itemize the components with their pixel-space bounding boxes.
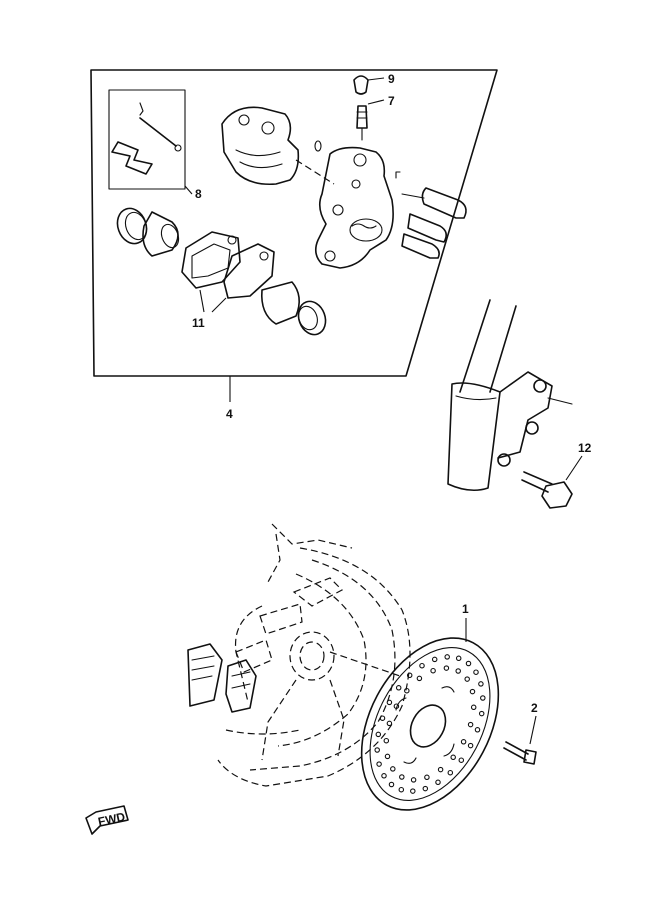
vent-hole <box>383 737 390 744</box>
vent-hole <box>460 739 467 745</box>
vent-hole <box>381 773 387 779</box>
vent-hole <box>458 757 465 763</box>
caliper-assembly-frame <box>90 69 498 377</box>
front-wheel-outline <box>217 523 411 787</box>
vent-hole <box>437 766 444 773</box>
front-fork-leg <box>447 299 573 492</box>
callout-7: 7 <box>388 94 395 108</box>
vent-hole <box>395 685 402 691</box>
fwd-label: FWD <box>97 809 127 828</box>
vent-hole <box>470 704 477 711</box>
vent-hole <box>410 777 417 783</box>
vent-hole <box>376 761 382 767</box>
callout-8: 8 <box>195 187 202 201</box>
mounting-bolt <box>521 455 583 509</box>
vent-hole <box>388 781 395 788</box>
brake-pads <box>181 231 275 313</box>
callout-2: 2 <box>531 701 538 715</box>
vent-hole <box>374 747 380 753</box>
pad-pin-kit <box>108 89 193 195</box>
vent-hole <box>404 687 410 694</box>
vent-hole <box>410 788 416 794</box>
pistons-and-seals <box>116 207 327 336</box>
callout-9: 9 <box>388 72 395 86</box>
vent-hole <box>467 721 474 728</box>
vent-hole <box>386 699 393 706</box>
vent-hole <box>450 754 456 761</box>
vent-hole <box>399 774 405 780</box>
vent-hole <box>430 667 436 674</box>
vent-hole <box>431 656 438 663</box>
callout-11: 11 <box>192 316 205 330</box>
vent-hole <box>422 785 429 792</box>
brake-disc <box>360 618 500 811</box>
caliper-bracket <box>221 106 300 186</box>
callout-12: 12 <box>578 441 592 455</box>
caliper-bolts <box>401 187 467 259</box>
caliper-body <box>295 140 401 269</box>
vent-hole <box>455 668 461 674</box>
vent-hole <box>416 675 423 682</box>
wheel-side-shroud <box>187 643 257 713</box>
vent-hole <box>386 720 393 727</box>
forward-arrow-icon: FWD <box>85 805 129 835</box>
vent-hole <box>375 731 382 738</box>
vent-hole <box>406 672 413 679</box>
vent-hole <box>473 669 479 675</box>
vent-hole <box>444 654 450 660</box>
vent-hole <box>424 774 430 781</box>
vent-hole <box>384 753 391 760</box>
callout-4: 4 <box>226 407 233 421</box>
vent-hole <box>443 665 450 671</box>
disc-bolt <box>503 715 537 765</box>
vent-hole <box>478 710 485 717</box>
vent-hole <box>435 779 441 786</box>
vent-hole <box>465 660 472 667</box>
vent-hole <box>379 715 386 721</box>
vent-hole <box>464 676 470 682</box>
vent-hole <box>455 655 462 662</box>
disc-vent-holes <box>374 654 486 794</box>
vent-hole <box>398 786 405 793</box>
vent-hole <box>469 688 476 695</box>
vent-hole <box>419 662 425 669</box>
vent-hole <box>467 742 474 749</box>
vent-hole <box>390 766 396 772</box>
vent-hole <box>478 681 484 687</box>
bleed-screw-and-cap <box>353 75 385 141</box>
vent-hole <box>447 769 454 776</box>
vent-hole <box>474 727 481 733</box>
vent-hole <box>480 695 486 701</box>
callout-1: 1 <box>462 602 469 616</box>
